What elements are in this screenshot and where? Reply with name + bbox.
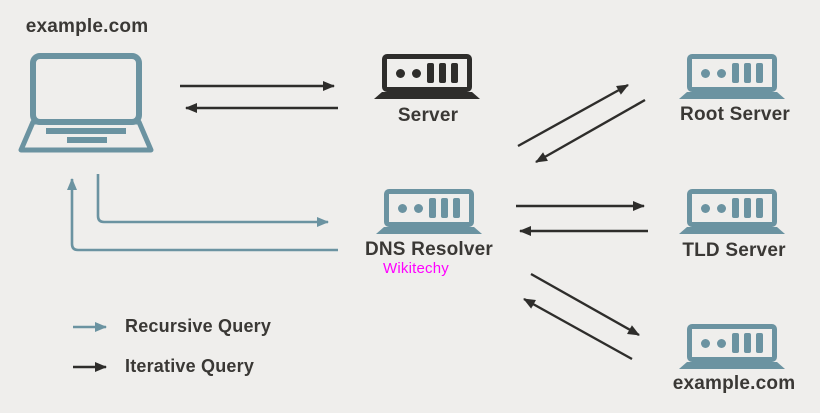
server-vent-bars xyxy=(732,333,763,353)
root-server-label: Root Server xyxy=(680,104,790,125)
server-led-dot xyxy=(701,203,710,213)
server-box xyxy=(687,54,777,92)
server-led-dot xyxy=(717,338,726,348)
server-base xyxy=(679,227,785,234)
arrow-client-to-resolver-recursive xyxy=(96,174,329,227)
server-vent-bars xyxy=(429,198,460,218)
server-box xyxy=(382,54,472,92)
root-server-icon xyxy=(679,54,785,99)
arrow-resolver-to-root xyxy=(517,83,629,148)
dns-resolver-label: DNS Resolver xyxy=(364,239,494,260)
server-label: Server xyxy=(397,105,459,126)
arrow-authoritative-to-resolver xyxy=(523,297,633,361)
server-base xyxy=(679,92,785,99)
server-led-dot xyxy=(701,338,710,348)
server-led-dot xyxy=(412,68,421,78)
arrow-root-to-resolver xyxy=(535,98,646,164)
server-box xyxy=(687,324,777,362)
legend-iterative-query-label: Iterative Query xyxy=(125,356,255,376)
server-led-dot xyxy=(414,203,423,213)
dns-resolver-icon xyxy=(376,189,482,234)
authoritative-server-icon xyxy=(679,324,785,369)
legend-recursive-query-label: Recursive Query xyxy=(125,316,272,336)
server-base xyxy=(374,92,480,99)
wikitechy-watermark: Wikitechy xyxy=(383,260,449,277)
arrow-resolver-to-client-recursive xyxy=(67,178,338,252)
server-box xyxy=(384,189,474,227)
tld-server-label: TLD Server xyxy=(682,240,786,261)
server-base xyxy=(376,227,482,234)
server-led-dot xyxy=(701,68,710,78)
server-led-dot xyxy=(717,68,726,78)
server-led-dot xyxy=(396,68,405,78)
server-led-dot xyxy=(717,203,726,213)
server-led-dot xyxy=(398,203,407,213)
tld-server-icon xyxy=(679,189,785,234)
server-icon xyxy=(374,54,480,99)
server-box xyxy=(687,189,777,227)
server-base xyxy=(679,362,785,369)
server-vent-bars xyxy=(427,63,458,83)
client-label: example.com xyxy=(25,16,149,37)
server-vent-bars xyxy=(732,198,763,218)
authoritative-server-label: example.com xyxy=(672,373,796,394)
arrow-resolver-to-authoritative xyxy=(530,272,640,337)
laptop-icon xyxy=(16,50,158,157)
server-vent-bars xyxy=(732,63,763,83)
